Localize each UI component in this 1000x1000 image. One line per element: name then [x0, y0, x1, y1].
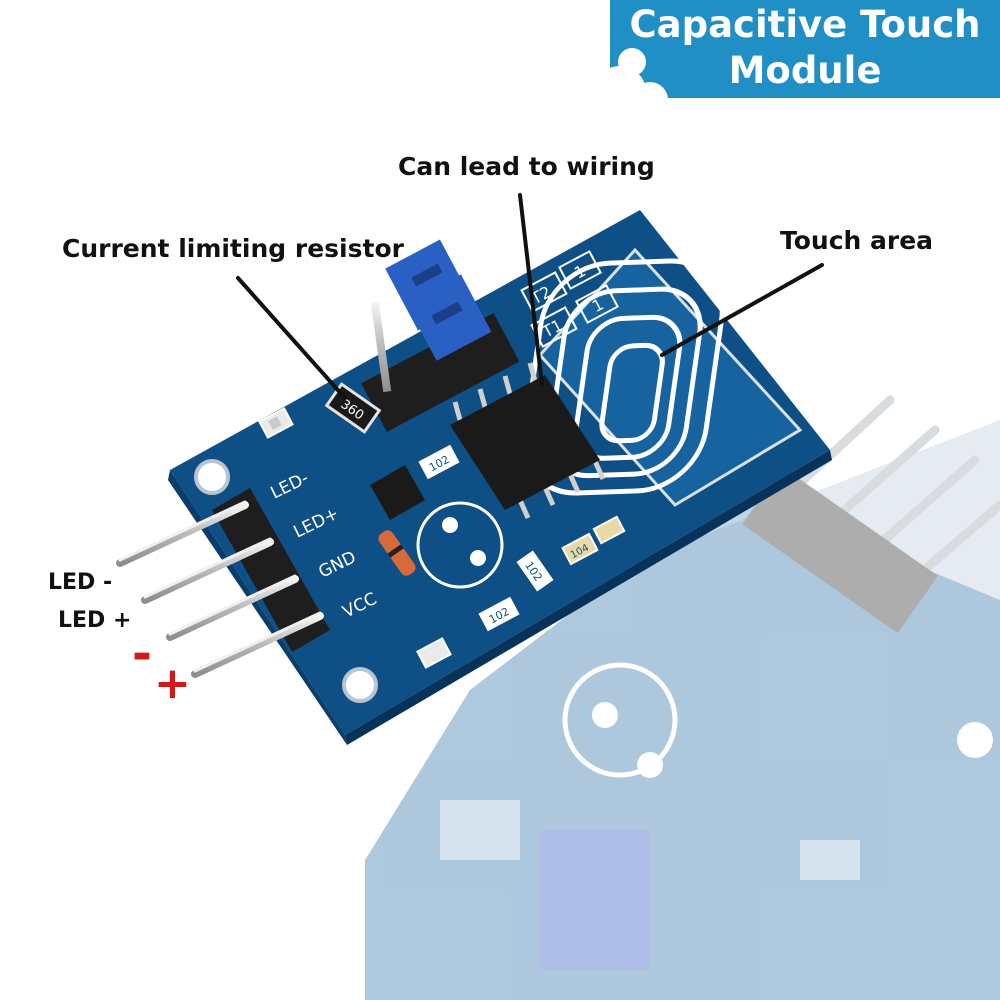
- smd-component-2: 102: [478, 596, 520, 632]
- touch-module-board: T2 1 T1 1 360: [116, 210, 832, 745]
- diode: [378, 530, 416, 576]
- annotation-touch-area: Touch area: [780, 226, 934, 255]
- banner-title: Capacitive Touch Module: [610, 2, 1000, 94]
- leader-lines: [236, 193, 824, 400]
- pin-header: [116, 488, 330, 678]
- annotation-resistor: Current limiting resistor: [62, 234, 404, 263]
- jumper-header: [361, 239, 520, 432]
- cloud-decoration: [610, 48, 668, 98]
- annotation-led-minus: LED -: [48, 570, 113, 595]
- touch-ic-chip: [450, 362, 606, 520]
- smd-component-1: 102: [418, 444, 460, 480]
- jumper-silkscreen: [520, 250, 619, 348]
- banner-title-line1: Capacitive Touch: [629, 3, 981, 46]
- sensor-outline: [416, 501, 504, 589]
- leader-line-wiring: [518, 193, 544, 387]
- title-banner: Capacitive Touch Module: [610, 0, 1000, 98]
- transistor: [370, 465, 425, 520]
- annotation-led-plus: LED +: [58, 608, 132, 633]
- minus-sign: -: [132, 626, 152, 682]
- smd-component-4: 104: [561, 532, 599, 566]
- leader-line-touch: [660, 263, 824, 357]
- smd-component-3: 102: [516, 550, 554, 592]
- banner-title-line2: Module: [728, 49, 882, 92]
- plus-sign: +: [154, 658, 191, 709]
- annotation-wiring: Can lead to wiring: [398, 152, 655, 181]
- led-indicator-2: [416, 637, 452, 669]
- leader-line-resistor: [236, 276, 347, 400]
- smd-component-5: [592, 515, 626, 545]
- reflected-board: [365, 395, 1000, 1000]
